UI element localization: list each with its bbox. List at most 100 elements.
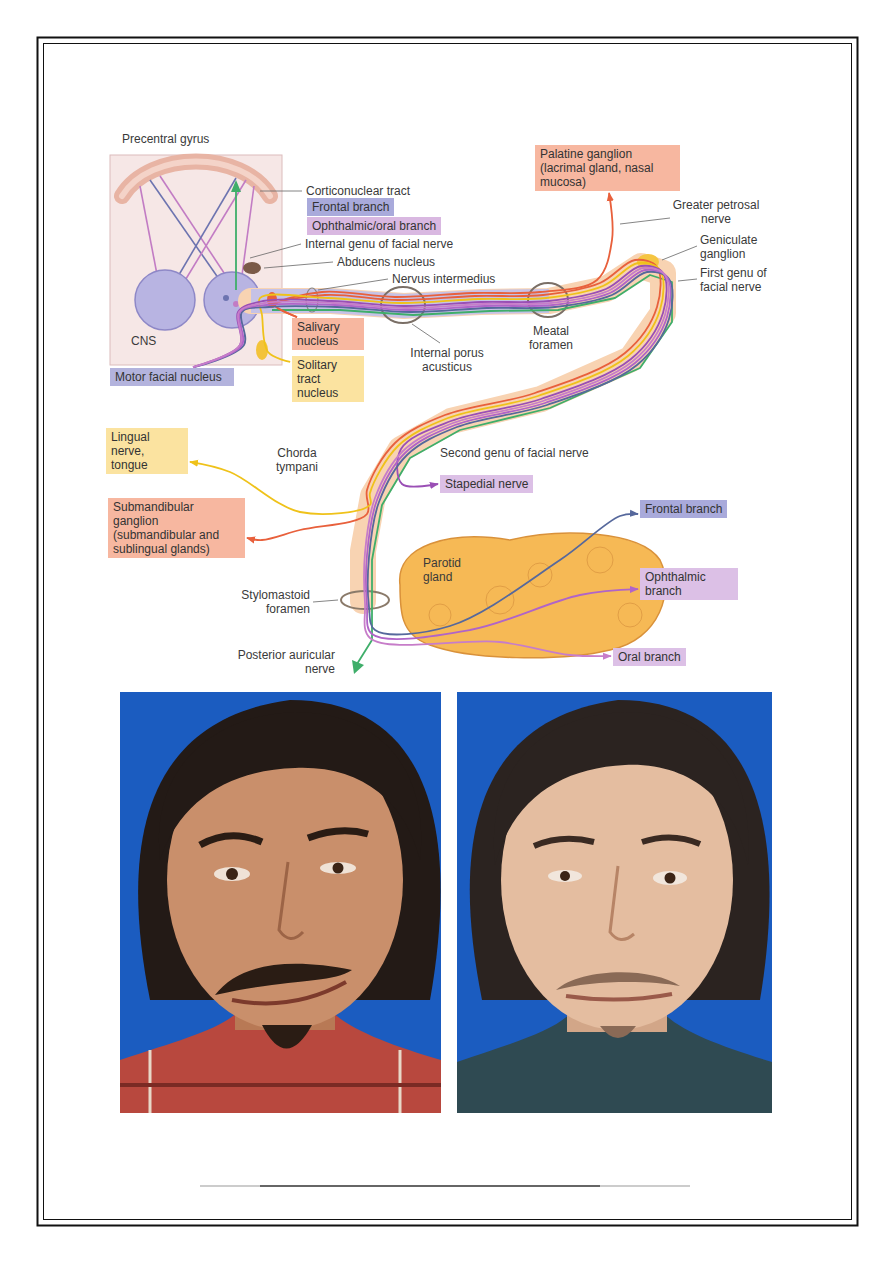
box-text: Lingual nerve, tongue bbox=[111, 430, 183, 472]
part-label: Greater petrosal nerve bbox=[660, 198, 772, 226]
hair-fringe bbox=[494, 712, 749, 865]
leader-line bbox=[250, 244, 301, 258]
eye bbox=[548, 870, 582, 882]
nose bbox=[610, 866, 634, 940]
gland-lobule bbox=[618, 603, 642, 627]
cns-panel bbox=[110, 155, 282, 365]
cns-nucleus bbox=[135, 270, 195, 330]
eyebrow bbox=[534, 839, 594, 846]
leader-line bbox=[318, 279, 388, 290]
label-box: Ophthalmic/oral branch bbox=[307, 217, 441, 235]
nose bbox=[279, 862, 303, 939]
part-label: Chorda tympani bbox=[266, 446, 328, 474]
shirt bbox=[457, 1012, 772, 1113]
gland-lobule bbox=[429, 604, 451, 626]
parotid-gland bbox=[400, 533, 666, 658]
part-label: CNS bbox=[131, 334, 156, 348]
box-text: Ophthalmic branch bbox=[645, 570, 733, 598]
goatee bbox=[262, 1025, 312, 1049]
nerve-fiber bbox=[193, 268, 669, 656]
box-text: Motor facial nucleus bbox=[115, 370, 229, 384]
photo-background bbox=[120, 692, 441, 1113]
mustache bbox=[556, 972, 680, 990]
box-text: Frontal branch bbox=[312, 200, 389, 214]
arrowhead bbox=[231, 180, 241, 192]
label-box: Submandibular ganglion (submandibular an… bbox=[108, 498, 245, 558]
label-box: Motor facial nucleus bbox=[110, 368, 234, 386]
box-text: Palatine ganglion (lacrimal gland, nasal… bbox=[540, 147, 675, 189]
plaid-line bbox=[149, 1050, 152, 1113]
leader-line bbox=[264, 262, 333, 268]
footer-rule bbox=[260, 1185, 600, 1187]
plaid-line bbox=[120, 1083, 441, 1087]
part-label: Internal genu of facial nerve bbox=[305, 237, 453, 251]
eye bbox=[214, 867, 250, 881]
plaid-line bbox=[399, 1050, 402, 1113]
label-box: Solitary tract nucleus bbox=[292, 356, 364, 402]
part-label: Stylomastoid foramen bbox=[215, 588, 310, 616]
inner-frame bbox=[44, 44, 852, 1220]
label-box: Salivary nucleus bbox=[292, 318, 364, 350]
label-box: Frontal branch bbox=[640, 500, 727, 518]
label-box: Oral branch bbox=[613, 648, 686, 666]
leader-line bbox=[260, 191, 302, 192]
eyebrow bbox=[308, 831, 368, 838]
label-box: Frontal branch bbox=[307, 198, 394, 216]
outer-frame bbox=[38, 38, 858, 1226]
part-label: Geniculate ganglion bbox=[700, 233, 780, 261]
iris bbox=[560, 871, 570, 881]
nerve-fiber bbox=[194, 270, 671, 639]
gland-lobule bbox=[528, 563, 552, 587]
part-label: Internal porus acusticus bbox=[410, 346, 484, 374]
nerve-fiber bbox=[194, 272, 673, 635]
footer-rule bbox=[200, 1186, 690, 1187]
nerve-fiber bbox=[193, 266, 667, 487]
precentral-gyrus bbox=[122, 162, 270, 197]
leader-line bbox=[678, 279, 697, 281]
label-box: Palatine ganglion (lacrimal gland, nasal… bbox=[535, 145, 680, 191]
mouth bbox=[566, 994, 672, 1000]
eyebrow bbox=[200, 836, 262, 845]
part-label: Abducens nucleus bbox=[337, 255, 435, 269]
part-label: First genu of facial nerve bbox=[700, 266, 782, 294]
part-label: Meatal foramen bbox=[516, 324, 586, 352]
leader-line bbox=[620, 218, 670, 224]
gyrus-highlight bbox=[122, 162, 270, 197]
part-label: Second genu of facial nerve bbox=[440, 446, 589, 460]
box-text: Ophthalmic/oral branch bbox=[312, 219, 436, 233]
leader-line bbox=[662, 246, 697, 260]
part-label: Corticonuclear tract bbox=[306, 184, 410, 198]
arrowhead bbox=[352, 660, 364, 674]
mouth bbox=[232, 982, 346, 1003]
box-text: Frontal branch bbox=[645, 502, 722, 516]
iris bbox=[665, 873, 676, 884]
part-label: Precentral gyrus bbox=[122, 132, 209, 146]
green-fiber bbox=[235, 186, 237, 290]
iris bbox=[226, 868, 238, 880]
eye bbox=[653, 871, 687, 885]
leader-line bbox=[412, 324, 440, 343]
shirt bbox=[120, 1010, 441, 1113]
box-text: Stapedial nerve bbox=[445, 477, 528, 491]
abducens-nucleus bbox=[243, 262, 261, 274]
eyebrow bbox=[642, 837, 700, 844]
box-text: Salivary nucleus bbox=[297, 320, 359, 348]
part-label: Parotid gland bbox=[423, 556, 479, 584]
hair-fringe bbox=[159, 712, 421, 860]
box-text: Solitary tract nucleus bbox=[297, 358, 359, 400]
eye bbox=[320, 862, 356, 874]
corticonuclear-fiber bbox=[178, 180, 246, 292]
iris bbox=[333, 863, 344, 874]
box-text: Oral branch bbox=[618, 650, 681, 664]
photo-background bbox=[457, 692, 772, 1113]
box-text: Submandibular ganglion (submandibular an… bbox=[113, 500, 240, 556]
label-box: Stapedial nerve bbox=[440, 475, 533, 493]
label-box: Ophthalmic branch bbox=[640, 568, 738, 600]
posterior-auricular-fiber bbox=[272, 275, 672, 664]
nucleus-dot bbox=[223, 295, 229, 301]
gland-lobule bbox=[587, 547, 613, 573]
part-label: Nervus intermedius bbox=[392, 272, 495, 286]
